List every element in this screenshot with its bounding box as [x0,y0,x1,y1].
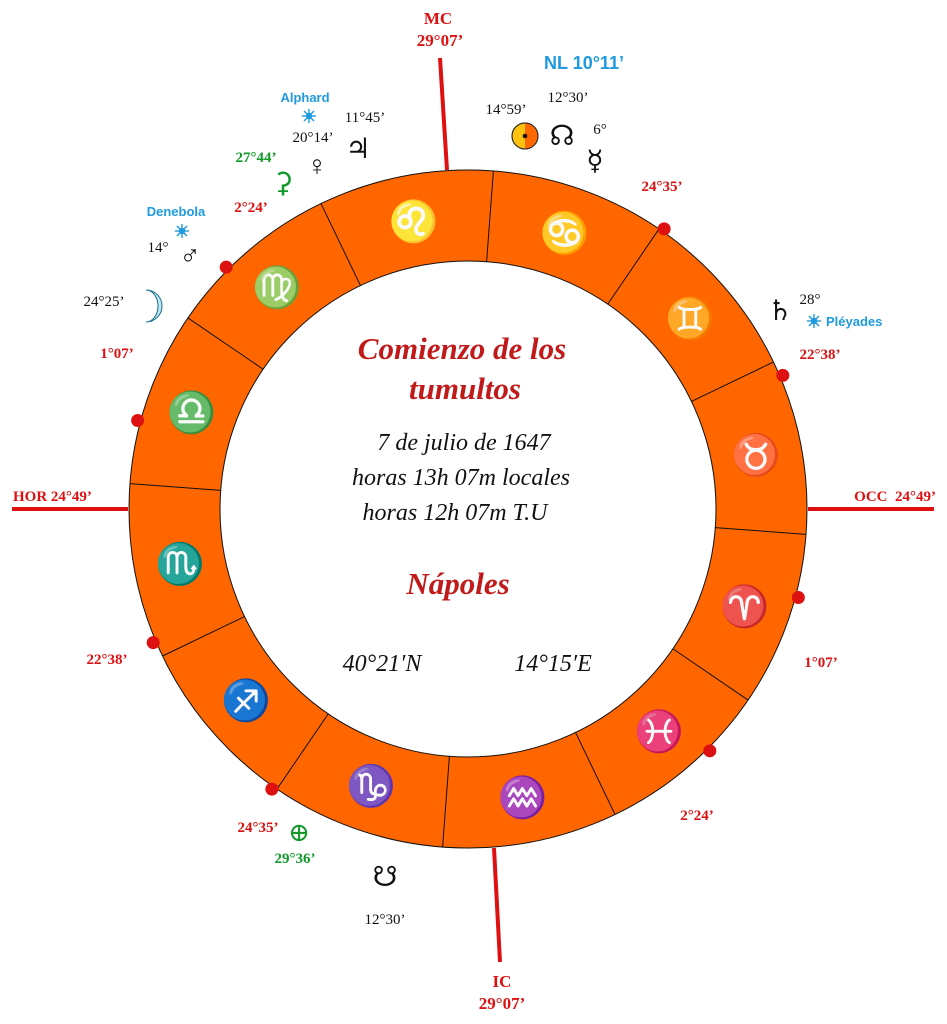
south-node-degree: 12°30’ [365,912,406,928]
aquarius-sign-icon: ♒ [497,774,547,820]
sagittarius-sign-icon: ♐ [221,677,271,723]
gemini-sign-icon: ♊ [665,295,715,341]
cusp-label-5: 24°35’ [238,820,279,836]
ceres-degree: 27°44’ [236,150,277,166]
scorpio-sign-icon: ♏ [155,540,205,586]
star-label-pleyades: Pléyades [826,314,882,329]
jupiter-degree: 11°45’ [345,110,385,126]
cusp-dot [791,591,805,605]
cusp-label-6: 22°38’ [87,652,128,668]
south-node-icon: ☋ [373,862,398,893]
sign-divider [672,648,749,701]
mercury-degree: 6° [593,122,607,138]
sign-divider [715,527,807,535]
north-node-degree: 12°30’ [548,90,589,106]
virgo-sign-icon: ♍ [252,264,302,310]
latitude-text: 40°21′N [343,651,424,677]
sign-divider [691,361,774,402]
cusp-label-3: 1°07’ [804,655,838,671]
zodiac-ring: ♌ ♋ ♊ ♉ ♈ ♓ ♒ ♑ ♐ ♏ ♎ ♍ [128,169,808,849]
sign-divider [162,616,245,657]
ic-degree: 29°07’ [479,994,525,1013]
mc-line [438,57,449,171]
cusp-label-4: 2°24’ [680,808,714,824]
cusp-dot [146,636,160,650]
star-label-alphard: Alphard [280,90,329,105]
ut-time-text: horas 12h 07m T.U [363,500,550,526]
mc-label: MC [424,9,452,28]
mc-degree: 29°07’ [417,31,463,50]
cusp-dot [776,368,790,382]
place-text: Nápoles [405,566,509,601]
sign-divider [187,317,264,370]
bodies: Alphard 11°45’ ♃ 20°14’ ♀ 27°44’ ⚳ 14°59… [84,90,883,928]
pisces-sign-icon: ♓ [634,708,684,754]
desc-label: OCC 24°49’ [854,489,936,505]
north-node-icon: ☊ [550,121,575,152]
chart-title-line1: Comienzo de los [358,331,566,366]
sign-divider [486,170,494,262]
asc-label: HOR 24°49’ [13,489,92,505]
sign-dividers [129,170,807,848]
sign-divider [442,756,450,848]
mercury-icon: ☿ [586,146,603,177]
star-icon [302,109,316,123]
mars-icon: ♂ [180,241,201,272]
star-label-denebola: Denebola [147,204,206,219]
star-icon [807,314,821,328]
angle-lines [12,57,934,963]
north-node-label: NL 10°11’ [544,53,624,73]
aries-sign-icon: ♈ [720,583,770,629]
cancer-sign-icon: ♋ [540,209,590,255]
part-of-fortune-icon: ⊕ [288,818,310,847]
sign-divider [276,713,329,790]
moon-icon [145,289,163,323]
sign-divider [575,732,616,815]
capricorn-sign-icon: ♑ [346,763,396,809]
cusp-label-8: 2°24’ [234,200,268,216]
cusp-dot [265,782,279,796]
saturn-degree: 28° [800,292,821,308]
saturn-icon: ♄ [767,296,792,327]
cusp-dots [131,222,805,796]
sign-divider [607,228,660,305]
cusp-label-1: 24°35’ [642,179,683,195]
part-of-fortune-degree: 29°36’ [275,851,316,867]
date-text: 7 de julio de 1647 [377,430,551,456]
chart-title-line2: tumultos [409,371,521,406]
sun-degree: 14°59’ [486,102,527,118]
cusp-dot [703,744,717,758]
local-time-text: horas 13h 07m locales [352,465,570,491]
mars-degree: 14° [148,240,169,256]
jupiter-icon: ♃ [345,134,370,165]
venus-icon: ♀ [307,151,328,182]
moon-degree: 24°25’ [84,294,125,310]
sign-glyphs: ♌ ♋ ♊ ♉ ♈ ♓ ♒ ♑ ♐ ♏ ♎ ♍ [155,198,781,820]
ceres-icon: ⚳ [273,168,294,199]
cusp-dot [131,413,145,427]
cusp-dot [657,222,671,236]
star-icon [175,224,189,238]
cusp-label-2: 22°38’ [800,347,841,363]
leo-sign-icon: ♌ [389,198,439,244]
center-info: Comienzo de los tumultos 7 de julio de 1… [343,331,593,677]
venus-degree: 20°14’ [293,130,334,146]
star-alphard: Alphard [280,90,330,123]
longitude-text: 14°15′E [514,651,592,677]
inner-disc [219,260,717,758]
taurus-sign-icon: ♉ [731,432,781,478]
ic-line [492,847,502,963]
sign-divider [320,203,361,286]
libra-sign-icon: ♎ [167,389,217,435]
sun-icon [511,122,539,150]
cusp-dot [219,260,233,274]
ic-label: IC [493,972,512,991]
cusp-label-7: 1°07’ [100,346,134,362]
sign-divider [129,483,221,491]
